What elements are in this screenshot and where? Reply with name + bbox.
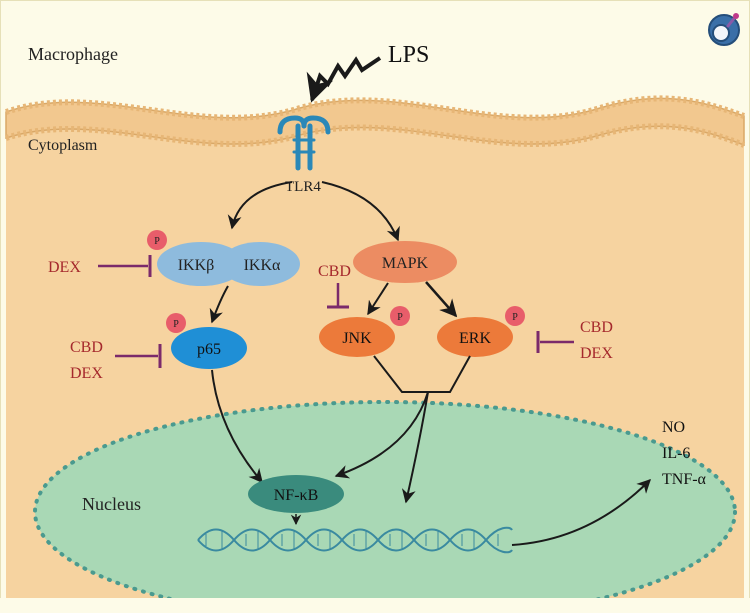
phospho-jnk	[390, 306, 410, 326]
membrane-inner-lipids	[5, 123, 746, 148]
jnk-label: JNK	[342, 330, 372, 347]
erk-node	[437, 317, 513, 357]
inhibitor-p65-dex: DEX	[70, 365, 103, 382]
bottom-margin	[0, 598, 750, 613]
nfkb-label: NF-κB	[274, 487, 319, 504]
phospho-erk-label: P	[512, 312, 518, 323]
phospho-ikk-label: P	[154, 236, 160, 247]
phospho-p65	[166, 313, 186, 333]
nuclear-envelope	[33, 400, 737, 613]
ikka-node	[220, 242, 300, 286]
arrow-tlr4-to-ikk	[227, 181, 293, 230]
nucleus-label: Nucleus	[82, 494, 141, 514]
inhibitor-erk-cbd: CBD	[580, 319, 613, 336]
inhibitor-p65-cbd: CBD	[70, 339, 103, 356]
inhibitor-jnk-cbd: CBD	[318, 263, 351, 280]
lps-label: LPS	[388, 42, 429, 68]
phospho-ikk	[147, 230, 167, 250]
arrow-p65-to-nfkb	[211, 369, 263, 484]
phospho-jnk-label: P	[397, 312, 403, 323]
output-tnfa: TNF-α	[662, 471, 707, 488]
erk-label: ERK	[459, 330, 491, 347]
arrow-dna-to-outputs	[511, 479, 651, 546]
arrow-ikk-to-p65	[209, 285, 229, 324]
ikkb-label: IKKβ	[178, 257, 215, 274]
magnifier-icon	[708, 13, 740, 46]
lightning-zigzag-icon	[306, 56, 382, 103]
phospho-p65-label: P	[173, 319, 179, 330]
ikkb-node	[157, 242, 245, 286]
ikka-label: IKKα	[244, 257, 281, 274]
mapk-node	[353, 241, 457, 283]
nfkb-node	[248, 475, 344, 513]
output-no: NO	[662, 419, 685, 436]
arrow-mapk-to-dna	[401, 391, 429, 504]
jnk-node	[319, 317, 395, 357]
tlr4-label: TLR4	[285, 179, 321, 195]
membrane-outer-lipids	[5, 95, 746, 121]
mapk-label: MAPK	[382, 255, 429, 272]
jnk-erk-merge-bracket	[373, 355, 471, 393]
inhibitor-ikk-dex: DEX	[48, 259, 81, 276]
arrow-mapk-to-nfkb	[334, 391, 429, 479]
arrow-mapk-to-erk	[425, 281, 458, 318]
dna-helix-icon	[197, 526, 513, 554]
tlr4-receptor-icon	[277, 115, 331, 171]
macrophage-label: Macrophage	[28, 44, 118, 64]
p65-node	[171, 327, 247, 369]
phospho-erk	[505, 306, 525, 326]
arrow-tlr4-to-mapk	[321, 181, 400, 242]
cytoplasm-label: Cytoplasm	[28, 137, 98, 154]
output-il6: IL-6	[662, 445, 690, 462]
inhibitor-erk-dex: DEX	[580, 345, 613, 362]
arrow-mapk-to-jnk	[367, 282, 389, 316]
nucleus-region	[35, 402, 735, 613]
p65-label: p65	[197, 341, 221, 358]
